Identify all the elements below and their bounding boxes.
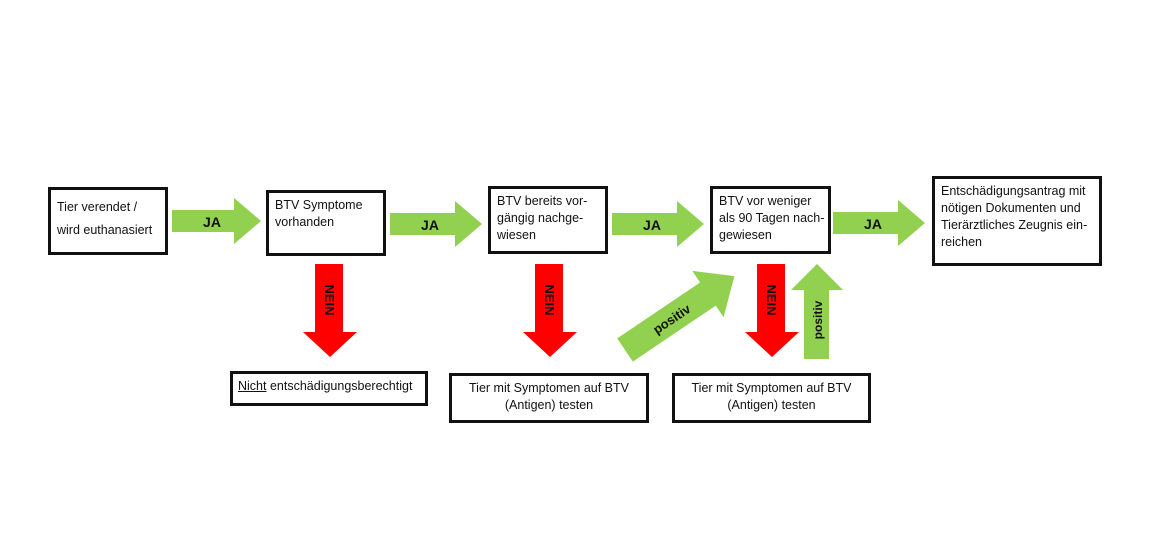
arrow-label-nein: NEIN bbox=[764, 284, 779, 315]
box-line: vorhanden bbox=[275, 215, 335, 229]
box-line: (Antigen) testen bbox=[504, 398, 594, 412]
box-btv-90-tage: BTV vor weniger als 90 Tagen nach- gewie… bbox=[710, 186, 831, 254]
box-line: (Antigen) testen bbox=[727, 398, 816, 412]
arrow-shape bbox=[833, 200, 925, 246]
box-test-2: Tier mit Symptomen auf BTV (Antigen) tes… bbox=[672, 373, 871, 423]
box-entschaedigungsantrag: Entschädigungsantrag mit nötigen Dokumen… bbox=[932, 176, 1102, 266]
arrow-shape bbox=[390, 201, 482, 247]
box-line: wiesen bbox=[497, 228, 536, 242]
arrow-positiv-diagonal: positiv bbox=[617, 270, 735, 362]
box-line: BTV bereits vor- bbox=[497, 194, 588, 208]
arrow-label-ja: JA bbox=[203, 214, 221, 230]
arrow-ja-2: JA bbox=[390, 201, 482, 247]
arrow-nein-1: NEIN bbox=[303, 264, 357, 357]
box-tier-verendet: Tier verendet / wird euthanasiert bbox=[48, 187, 168, 255]
arrow-label-nein: NEIN bbox=[542, 284, 557, 315]
arrow-positiv-up: positiv bbox=[791, 264, 843, 359]
underlined-word: Nicht bbox=[238, 379, 267, 393]
arrow-nein-2: NEIN bbox=[523, 264, 577, 357]
box-line: als 90 Tagen nach- bbox=[719, 211, 825, 225]
box-line: BTV Symptome bbox=[275, 198, 363, 212]
arrow-label-ja: JA bbox=[643, 217, 661, 233]
box-line: reichen bbox=[941, 235, 982, 249]
box-line: gewiesen bbox=[719, 228, 772, 242]
arrow-shape bbox=[523, 264, 577, 357]
box-btv-bereits-nachgewiesen: BTV bereits vor- gängig nachge- wiesen bbox=[488, 186, 608, 254]
arrow-shape bbox=[617, 270, 735, 362]
box-line: Tier verendet / bbox=[57, 200, 138, 214]
arrow-shape bbox=[791, 264, 843, 359]
box-line: Entschädigungsantrag mit bbox=[941, 184, 1086, 198]
box-test-1: Tier mit Symptomen auf BTV (Antigen) tes… bbox=[449, 373, 649, 423]
arrow-ja-4: JA bbox=[833, 200, 925, 246]
box-line-rest: entschädigungsberechtigt bbox=[266, 379, 413, 393]
box-line: Tier mit Symptomen auf BTV bbox=[469, 381, 629, 395]
arrow-shape bbox=[745, 264, 799, 357]
arrow-ja-1: JA bbox=[172, 198, 261, 244]
box-line: nötigen Dokumenten und bbox=[941, 201, 1081, 215]
arrow-ja-3: JA bbox=[612, 201, 704, 247]
arrow-label-ja: JA bbox=[864, 216, 882, 232]
arrow-label-positiv: positiv bbox=[811, 300, 825, 339]
arrow-shape bbox=[172, 198, 261, 244]
box-line: Tierärztliches Zeugnis ein- bbox=[941, 218, 1088, 232]
box-line: Tier mit Symptomen auf BTV bbox=[691, 381, 852, 395]
box-line: Nicht entschädigungsberechtigt bbox=[238, 378, 420, 395]
box-btv-symptome: BTV Symptome vorhanden bbox=[266, 190, 386, 256]
arrow-nein-3: NEIN bbox=[745, 264, 799, 357]
arrow-shape bbox=[612, 201, 704, 247]
box-line: wird euthanasiert bbox=[57, 223, 153, 237]
box-line: gängig nachge- bbox=[497, 211, 584, 225]
arrow-label-nein: NEIN bbox=[322, 284, 337, 315]
box-line: BTV vor weniger bbox=[719, 194, 812, 208]
arrow-shape bbox=[303, 264, 357, 357]
box-nicht-berechtigt: Nicht entschädigungsberechtigt bbox=[230, 371, 428, 406]
arrow-label-ja: JA bbox=[421, 217, 439, 233]
